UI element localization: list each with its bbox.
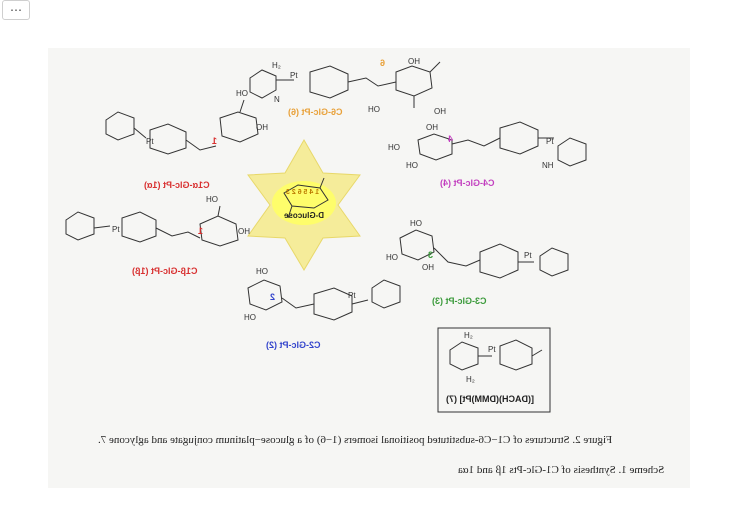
more-options-button[interactable]: ⋯: [2, 0, 30, 20]
pos-3: 3: [428, 250, 434, 260]
svg-text:Pt: Pt: [524, 251, 532, 260]
svg-text:N: N: [274, 95, 280, 104]
svg-text:Pt: Pt: [290, 71, 298, 80]
svg-text:HO: HO: [410, 219, 422, 228]
svg-text:OH: OH: [422, 263, 434, 272]
compound-c1a: [105, 99, 259, 155]
svg-text:Pt: Pt: [146, 137, 154, 146]
svg-text:OH: OH: [256, 123, 268, 132]
svg-text:H₂: H₂: [464, 331, 473, 340]
compound-c7: [449, 339, 543, 371]
compound-c6: [249, 61, 441, 108]
svg-text:H₂: H₂: [272, 61, 281, 70]
svg-text:Pt: Pt: [112, 225, 120, 234]
svg-text:OH: OH: [434, 107, 446, 116]
label-c2: C2-Glc-Pt (2): [266, 340, 321, 350]
pos-1b: 1: [198, 226, 204, 236]
svg-text:OH: OH: [408, 57, 420, 66]
pos-4: 4: [448, 134, 454, 144]
figure-caption: Figure 2. Structures of C1−C6-substitute…: [98, 434, 613, 446]
label-c7: [(DACH)(DMM)Pt] (7): [446, 394, 534, 404]
label-c4: C4-Glc-Pt (4): [440, 178, 495, 188]
svg-text:HO: HO: [406, 161, 418, 170]
svg-text:OH: OH: [426, 123, 438, 132]
compound-7-box: [437, 327, 551, 413]
svg-text:HO: HO: [386, 253, 398, 262]
svg-text:OH: OH: [238, 227, 250, 236]
svg-text:HO: HO: [388, 143, 400, 152]
svg-text:HO: HO: [244, 313, 256, 322]
svg-text:Pt: Pt: [488, 345, 496, 354]
compound-c2: [247, 279, 401, 321]
svg-text:Pt: Pt: [348, 291, 356, 300]
molecule-diagram: OH OH HO Pt H₂ N HO HO OH Pt NH HO OH P: [65, 57, 587, 413]
label-c1a: C1α-Glc-Pt (1α): [144, 180, 210, 190]
compound-c4: [417, 121, 587, 167]
center-numbers: 1 4 5 6 2 3: [286, 189, 320, 196]
figure-panel: OH OH HO Pt H₂ N HO HO OH Pt NH HO OH P: [48, 48, 690, 488]
svg-text:Pt: Pt: [546, 137, 554, 146]
label-d-glucose: D-Glucose: [284, 211, 325, 220]
label-c6: C6-Glc-Pt (6): [288, 107, 343, 117]
scheme-caption: Scheme 1. Synthesis of C1-Glc-Pts 1β and…: [458, 464, 665, 476]
pos-6: 6: [380, 58, 386, 68]
svg-text:HO: HO: [256, 267, 268, 276]
compound-c3: [399, 229, 569, 279]
svg-text:NH: NH: [542, 161, 554, 170]
svg-text:H₂: H₂: [466, 375, 475, 384]
label-c3: C3-Glc-Pt (3): [432, 296, 487, 306]
svg-text:HO: HO: [368, 105, 380, 114]
pos-2: 2: [270, 292, 276, 302]
svg-text:HO: HO: [206, 195, 218, 204]
svg-text:HO: HO: [236, 89, 248, 98]
compound-c1b: [65, 205, 239, 247]
label-c1b: C1β-Glc-Pt (1β): [132, 266, 198, 276]
pos-1a: 1: [212, 136, 218, 146]
